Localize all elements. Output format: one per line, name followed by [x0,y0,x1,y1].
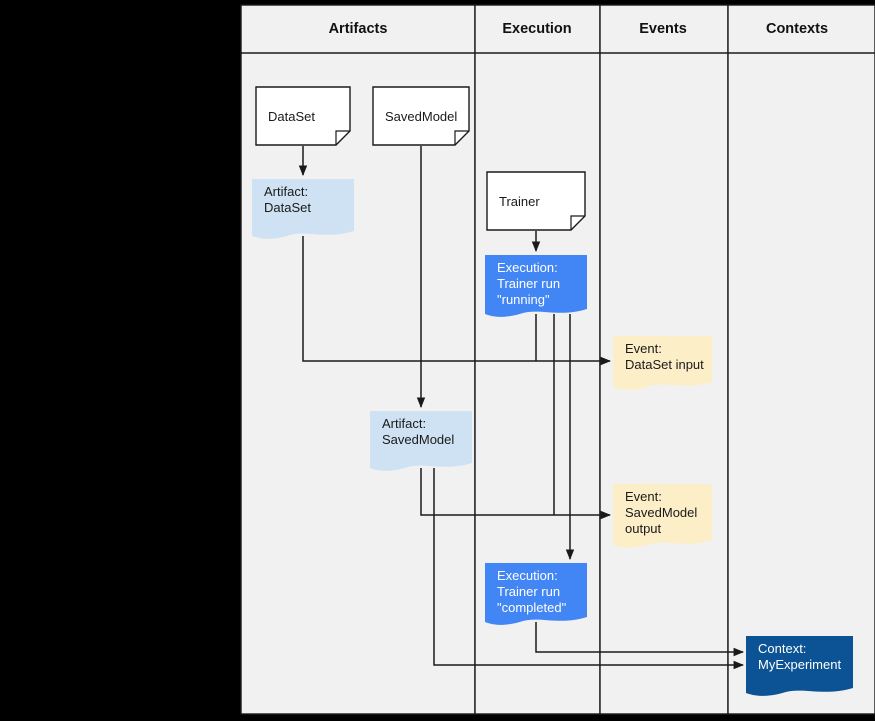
node-label-doc-trainer-line-0: Trainer [499,194,540,209]
node-label-artifact-dataset-line-0: Artifact: [264,184,308,199]
node-shape-artifact-dataset [252,179,354,239]
node-label-context-myexperiment-line-0: Context: [758,641,806,656]
node-event-dataset-input[interactable]: Event:DataSet input [613,336,712,390]
connector-execution-completed-to-context [535,622,745,657]
node-label-event-savedmodel-output-line-2: output [625,521,662,536]
node-shape-execution-completed [485,563,587,625]
node-execution-running[interactable]: Execution:Trainer run"running" [485,255,587,317]
node-doc-savedmodel[interactable]: SavedModel [372,86,470,146]
document-fold-icon [335,130,350,145]
node-label-artifact-dataset-line-1: DataSet [264,200,311,215]
node-artifact-dataset[interactable]: Artifact:DataSet [252,179,354,239]
node-shape-execution-running [485,255,587,317]
node-label-artifact-savedmodel-line-0: Artifact: [382,416,426,431]
node-context-myexperiment[interactable]: Context:MyExperiment [746,636,853,696]
node-label-event-dataset-input-line-0: Event: [625,341,662,356]
node-label-execution-completed-line-1: Trainer run [497,584,560,599]
node-label-doc-dataset-line-0: DataSet [268,109,315,124]
node-label-execution-running-line-2: "running" [497,292,550,307]
lane-contexts: Contexts [727,4,875,715]
node-shape-artifact-savedmodel [370,411,472,471]
node-doc-dataset[interactable]: DataSet [255,86,351,146]
node-execution-completed[interactable]: Execution:Trainer run"completed" [485,563,587,625]
lane-title-artifacts: Artifacts [329,21,388,37]
connectors [298,146,745,670]
connector-artifact-savedmodel-to-event-output [420,468,612,520]
node-label-event-savedmodel-output-line-0: Event: [625,489,662,504]
node-shape-event-dataset-input [613,336,712,390]
connector-artifact-savedmodel-to-context [433,468,745,670]
node-shape-doc-savedmodel [372,86,470,146]
node-shape-doc-trainer [486,171,586,231]
node-label-doc-savedmodel-line-0: SavedModel [385,109,457,124]
node-label-execution-running-line-0: Execution: [497,260,558,275]
node-label-context-myexperiment-line-1: MyExperiment [758,657,841,672]
node-shape-doc-dataset [255,86,351,146]
node-label-event-dataset-input-line-1: DataSet input [625,357,704,372]
connector-artifact-dataset-to-event-input [302,236,612,366]
node-label-event-savedmodel-output-line-1: SavedModel [625,505,697,520]
node-label-execution-completed-line-0: Execution: [497,568,558,583]
node-label-execution-running-line-1: Trainer run [497,276,560,291]
lane-title-events: Events [639,21,687,37]
node-shape-context-myexperiment [746,636,853,696]
node-artifact-savedmodel[interactable]: Artifact:SavedModel [370,411,472,471]
lane-title-contexts: Contexts [766,21,828,37]
node-shape-event-savedmodel-output [613,484,712,548]
lane-title-execution: Execution [502,21,571,37]
document-fold-icon [454,130,469,145]
lane-background-contexts [727,4,875,715]
node-label-artifact-savedmodel-line-1: SavedModel [382,432,454,447]
node-doc-trainer[interactable]: Trainer [486,171,586,231]
node-label-execution-completed-line-2: "completed" [497,600,567,615]
document-fold-icon [570,215,585,230]
